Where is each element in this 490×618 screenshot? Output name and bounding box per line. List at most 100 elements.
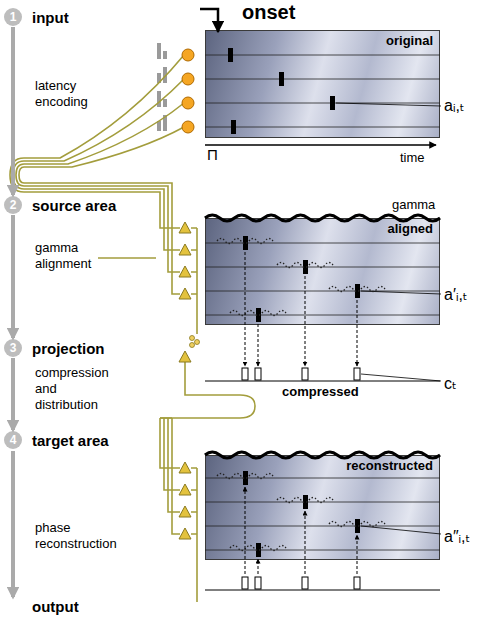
histogram-bar (163, 115, 167, 131)
reconstruction-arrow (245, 487, 246, 574)
row-line (205, 267, 440, 268)
histogram-bar (163, 67, 167, 83)
histogram-bar (157, 121, 161, 131)
step-label: input (32, 9, 69, 27)
reconstruction-arrow (357, 535, 358, 574)
projection-arrow (357, 300, 358, 366)
row-line (205, 243, 440, 244)
histogram-bar (157, 43, 161, 59)
histogram-bar (157, 73, 161, 83)
histogram-bar (163, 51, 167, 59)
phase-wavelet (230, 311, 286, 316)
neuron-symbol (179, 462, 191, 473)
input-neuron (182, 49, 194, 61)
spike (355, 519, 360, 533)
step-number: 3 (10, 342, 17, 354)
reconstruction-arrow (258, 559, 259, 574)
phase-wavelet (329, 522, 385, 527)
step-number: 2 (10, 199, 17, 211)
compressed-marker (255, 368, 261, 380)
synapse-dot (195, 340, 200, 345)
neuron-symbol (179, 528, 191, 539)
row-line (205, 127, 440, 128)
onset-label: onset (242, 1, 295, 24)
spike (231, 120, 236, 134)
spike (303, 260, 308, 274)
spike (303, 495, 308, 509)
stage-label: compression and distribution (35, 365, 120, 413)
neuron-symbol (179, 266, 191, 277)
step-circle: 1 (4, 8, 22, 26)
input-neuron (182, 121, 194, 133)
axon-wire (10, 55, 184, 228)
flow-arrow (11, 358, 15, 430)
axis-label: time (400, 150, 425, 166)
row-line (205, 55, 440, 56)
spike (228, 48, 233, 62)
connector-layer (13, 27, 14, 430)
onset-arrow (200, 9, 218, 32)
stage-label: phase reconstruction (35, 520, 135, 552)
step-circle: 2 (4, 196, 22, 214)
row-line (205, 502, 440, 503)
spike (355, 284, 360, 298)
neuron-symbol (179, 222, 191, 233)
axon-wire (19, 127, 184, 294)
spike-panel: original (205, 30, 440, 138)
gamma-wave (205, 452, 440, 458)
step-label: target area (32, 432, 109, 450)
row-line (205, 291, 440, 292)
synapse-dot (190, 343, 195, 348)
leader-line (361, 291, 441, 294)
flow-arrow (11, 215, 15, 338)
histogram-bar (157, 91, 161, 107)
spike (256, 543, 261, 557)
step-label: output (32, 598, 79, 616)
row-line (205, 79, 440, 80)
projection-arrow (305, 276, 306, 366)
phase-wavelet (217, 474, 273, 479)
compressed-marker (255, 577, 261, 589)
row-line (205, 315, 440, 316)
leader-line (361, 526, 441, 534)
flow-arrow (11, 451, 15, 597)
phase-wavelet (230, 546, 286, 551)
spike (256, 308, 261, 322)
axon-wire (160, 418, 180, 534)
spike-panel: reconstructed (205, 455, 440, 560)
flow-arrow (11, 27, 15, 195)
compressed-marker (242, 368, 248, 380)
leader-line (336, 103, 441, 106)
step-circle: 4 (4, 431, 22, 449)
axon-wire (13, 79, 184, 250)
input-neuron (182, 73, 194, 85)
stage-label: latency encoding (35, 78, 110, 110)
axon-wire (16, 103, 184, 272)
compressed-marker (302, 577, 308, 589)
wave-label: gamma (392, 197, 435, 213)
step-number: 1 (10, 11, 17, 23)
leader-line (361, 374, 441, 381)
panel-title: original (386, 33, 433, 48)
spike (279, 72, 284, 86)
projection-wire (160, 362, 255, 418)
panel-title: aligned (387, 221, 433, 236)
compressed-marker (302, 368, 308, 380)
step-label: projection (32, 340, 105, 358)
variable-label: cₜ (444, 374, 457, 393)
neuron-symbol (179, 506, 191, 517)
histogram-bar (163, 99, 167, 107)
step-label: source area (32, 197, 116, 215)
line-label: compressed (282, 384, 359, 400)
row-line (205, 103, 440, 104)
neuron-symbol (179, 484, 191, 495)
variable-label: a′ᵢ,ₜ (444, 285, 468, 304)
compressed-line (205, 381, 440, 382)
panel-title: reconstructed (346, 458, 433, 473)
axis-symbol: Π (207, 146, 218, 164)
phase-wavelet (217, 239, 273, 244)
projection-arrow (258, 324, 259, 366)
phase-wavelet (277, 498, 333, 503)
input-neuron (182, 97, 194, 109)
